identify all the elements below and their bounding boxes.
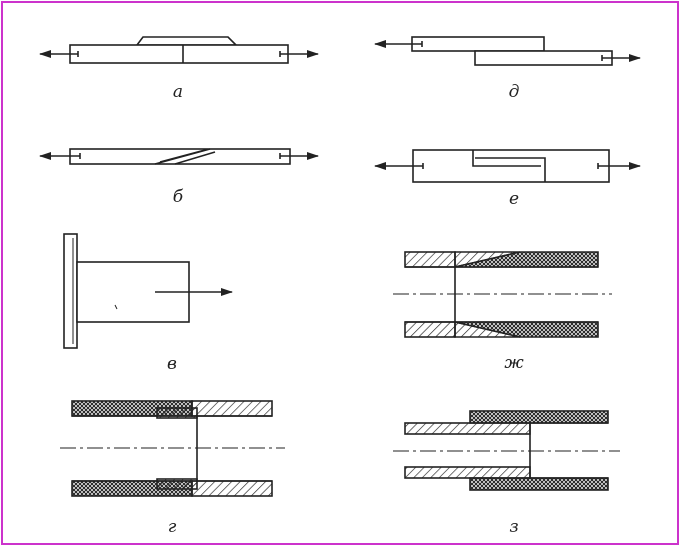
joint-e-drawing	[374, 149, 641, 183]
joint-z-drawing	[393, 410, 620, 491]
label-a: а	[172, 82, 184, 102]
joint-d-drawing	[374, 36, 641, 66]
label-g: г	[167, 517, 177, 537]
label-d: д	[508, 82, 520, 102]
label-e: е	[508, 189, 520, 209]
joint-a-drawing	[39, 36, 319, 64]
joint-b-drawing	[39, 148, 319, 165]
label-zh: ж	[504, 353, 524, 373]
label-z: з	[509, 517, 519, 537]
label-b: б	[172, 187, 184, 207]
label-v: в	[167, 354, 177, 374]
joint-zh-drawing	[393, 251, 612, 338]
joint-g-drawing	[60, 400, 285, 497]
joint-v-drawing	[63, 233, 233, 349]
